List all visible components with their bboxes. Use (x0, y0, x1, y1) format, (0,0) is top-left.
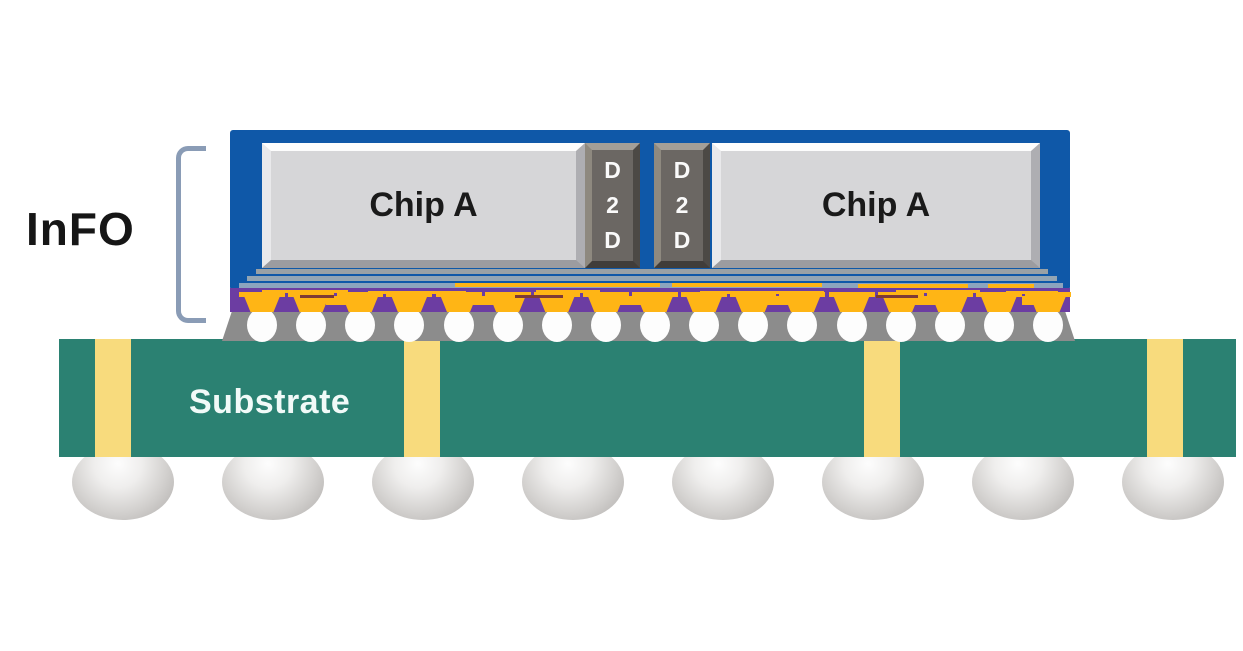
substrate-via (95, 339, 131, 457)
die-attach-layer-2 (247, 276, 1057, 281)
rdl-trace (326, 296, 356, 305)
info-label: InFO (26, 203, 135, 255)
rdl-trace (988, 284, 1034, 288)
rdl-pad (833, 296, 870, 312)
micro-bump (640, 308, 670, 342)
rdl-pad-cap (926, 292, 973, 297)
micro-bump (492, 308, 523, 342)
micro-bump (934, 308, 965, 342)
d2d-right-char-2: 2 (675, 192, 689, 218)
micro-bump (247, 308, 277, 342)
micro-bump (787, 308, 818, 342)
rdl-pad (686, 296, 723, 312)
micro-bump (836, 308, 867, 342)
substrate-via (864, 339, 900, 457)
rdl-trace (858, 284, 968, 288)
d2d-left-char-1: D (604, 157, 621, 183)
substrate-via (404, 339, 440, 457)
chip-a-right-label: Chip A (821, 186, 931, 224)
info-bracket (176, 146, 206, 323)
rdl-trace (912, 296, 942, 305)
micro-bump (983, 308, 1014, 342)
micro-bump (541, 308, 572, 342)
rdl-pad (440, 296, 477, 312)
rdl-pad-cap (681, 292, 728, 297)
rdl-pad-cap (239, 292, 285, 297)
rdl-trace (1022, 296, 1044, 305)
rdl-trace (620, 296, 650, 305)
chip-a-left: Chip A (262, 143, 585, 268)
rdl-pad-cap (435, 292, 482, 297)
rdl-pad-cap (877, 292, 924, 297)
chip-a-right: Chip A (712, 143, 1040, 268)
d2d-left-char-3: D (604, 227, 621, 253)
rdl-pad (293, 296, 330, 312)
rdl-trace (536, 290, 600, 293)
rdl-pad (735, 296, 772, 312)
micro-bump (885, 308, 916, 342)
micro-bump (590, 308, 621, 342)
substrate (59, 339, 1236, 457)
d2d-block-left: D 2 D (585, 143, 640, 268)
d2d-left-char-2: 2 (606, 192, 619, 218)
rdl-pad-cap (779, 292, 826, 297)
rdl-pad (244, 296, 280, 312)
substrate-label: Substrate (189, 383, 351, 421)
rdl-trace (262, 290, 348, 293)
rdl-trace-dark (876, 295, 918, 298)
rdl-trace (700, 291, 824, 294)
rdl-pad-cap (1025, 292, 1071, 297)
micro-bump (443, 308, 474, 342)
d2d-right-char-1: D (673, 157, 691, 183)
micro-bump (738, 308, 769, 342)
rdl-trace (368, 291, 466, 294)
rdl-pad-cap (484, 292, 531, 297)
rdl-pad (882, 296, 919, 312)
rdl-pad-cap (582, 292, 629, 297)
chip-a-left-label: Chip A (369, 186, 478, 224)
micro-bump (296, 308, 327, 342)
rdl-pad (391, 296, 428, 312)
rdl-pad-cap (975, 292, 1022, 297)
rdl-pad-cap (632, 292, 678, 297)
rdl-pad (538, 296, 575, 312)
micro-bump (345, 308, 376, 342)
rdl-pad-cap (828, 292, 875, 297)
rdl-trace (455, 283, 660, 287)
rdl-pad (980, 296, 1017, 312)
rdl-pad-cap (533, 292, 580, 297)
rdl-trace (672, 283, 822, 287)
die-attach-layer-1 (256, 269, 1048, 274)
micro-bump (1033, 308, 1063, 342)
rdl-pad-cap (337, 292, 384, 297)
micro-bump (394, 308, 425, 342)
d2d-block-right: D 2 D (654, 143, 710, 268)
rdl-pad-cap (288, 292, 335, 297)
rdl-pad (587, 296, 624, 312)
rdl-trace (896, 290, 980, 293)
rdl-trace-dark (515, 295, 563, 298)
substrate-via (1147, 339, 1183, 457)
d2d-right-char-3: D (673, 227, 691, 253)
micro-bump (689, 308, 720, 342)
rdl-pad-cap (386, 292, 433, 297)
rdl-trace (1006, 291, 1058, 294)
rdl-trace (472, 296, 506, 305)
rdl-pad-cap (730, 292, 777, 297)
rdl-trace-dark (300, 295, 334, 298)
rdl-trace (766, 296, 802, 305)
